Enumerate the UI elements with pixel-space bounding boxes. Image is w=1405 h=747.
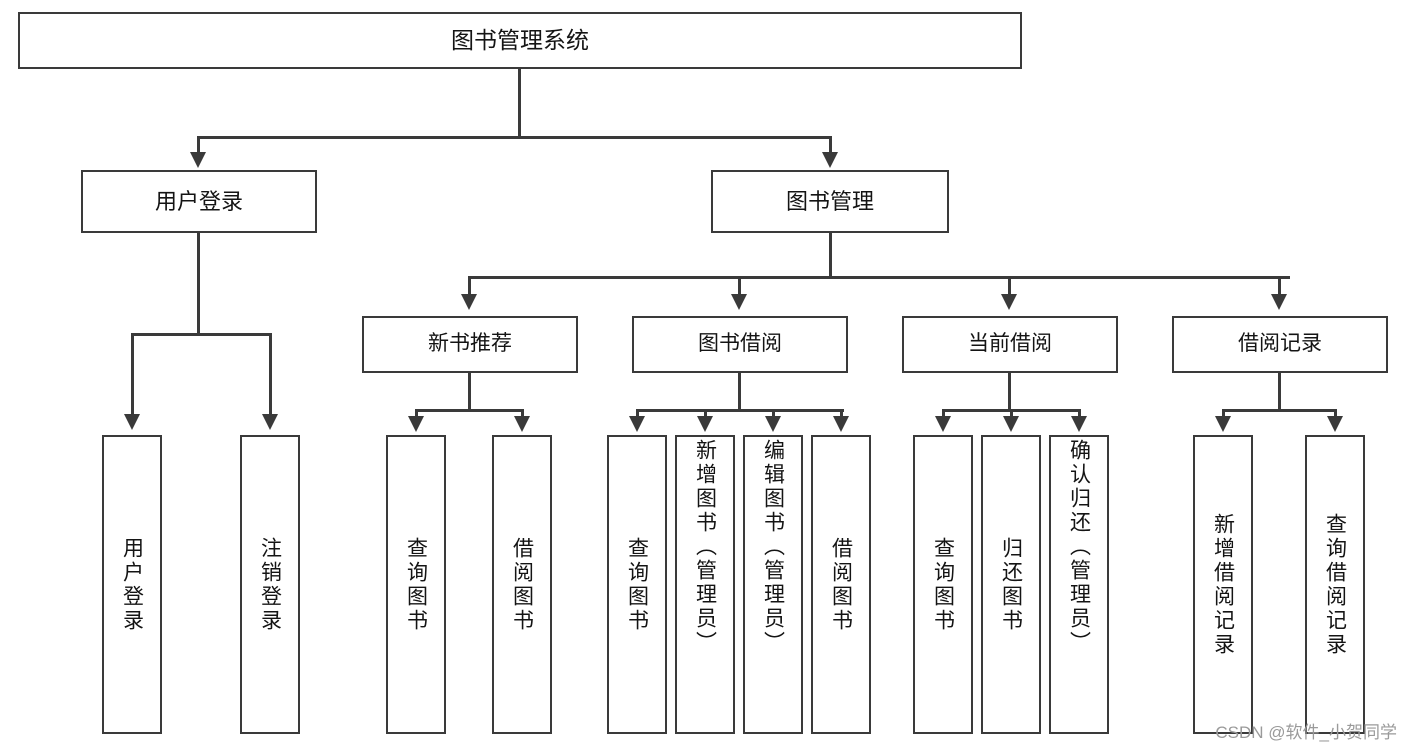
node-book-borrow[interactable]: 图书借阅 <box>632 316 848 373</box>
leaf-new-book-query-book[interactable]: 查询图书 <box>386 435 446 734</box>
connector-current-borrow-to-leaf-2 <box>1010 409 1013 419</box>
node-label: 编辑图书（管理员） <box>761 439 785 655</box>
node-label: 查询图书 <box>404 536 428 633</box>
connector-bm-to-book-borrow <box>738 276 741 300</box>
arrowhead-bm-book-borrow <box>731 294 747 310</box>
connector-root-stem <box>518 69 521 137</box>
arrowhead-bm-new-book <box>461 294 477 310</box>
arrowhead-current-borrow-leaf-3 <box>1071 416 1087 432</box>
node-current-borrow[interactable]: 当前借阅 <box>902 316 1118 373</box>
node-label: 查询借阅记录 <box>1323 512 1347 657</box>
node-new-book-recommend[interactable]: 新书推荐 <box>362 316 578 373</box>
arrowhead-root-to-book-management <box>822 152 838 168</box>
connector-borrow-record-to-leaf-1 <box>1222 409 1225 419</box>
connector-new-book-to-leaf-2 <box>521 409 524 419</box>
connector-book-management-stem <box>829 233 832 278</box>
connector-book-borrow-to-leaf-3 <box>772 409 775 419</box>
connector-current-borrow-to-leaf-3 <box>1078 409 1081 419</box>
arrowhead-user-login-leaf-2 <box>262 414 278 430</box>
leaf-book-borrow-query-book[interactable]: 查询图书 <box>607 435 667 734</box>
node-book-management[interactable]: 图书管理 <box>711 170 949 233</box>
connector-book-borrow-bus <box>636 409 844 412</box>
node-label: 查询图书 <box>625 536 649 633</box>
leaf-user-login-logout[interactable]: 注销登录 <box>240 435 300 734</box>
arrowhead-current-borrow-leaf-2 <box>1003 416 1019 432</box>
connector-book-borrow-stem <box>738 373 741 411</box>
connector-user-login-to-leaf-1 <box>131 333 134 417</box>
connector-book-borrow-to-leaf-4 <box>840 409 843 419</box>
node-user-login[interactable]: 用户登录 <box>81 170 317 233</box>
node-label: 图书管理 <box>785 188 874 214</box>
arrowhead-book-borrow-leaf-2 <box>697 416 713 432</box>
leaf-book-borrow-add-book-admin[interactable]: 新增图书（管理员） <box>675 435 735 734</box>
node-label: 查询图书 <box>931 536 955 633</box>
arrowhead-book-borrow-leaf-3 <box>765 416 781 432</box>
node-label: 用户登录 <box>154 188 243 214</box>
connector-borrow-record-bus <box>1222 409 1336 412</box>
node-borrow-record[interactable]: 借阅记录 <box>1172 316 1388 373</box>
leaf-new-book-borrow-book[interactable]: 借阅图书 <box>492 435 552 734</box>
arrowhead-user-login-leaf-1 <box>124 414 140 430</box>
connector-book-borrow-to-leaf-1 <box>636 409 639 419</box>
connector-current-borrow-stem <box>1008 373 1011 411</box>
arrowhead-bm-borrow-record <box>1271 294 1287 310</box>
arrowhead-root-to-user-login <box>190 152 206 168</box>
arrowhead-borrow-record-leaf-2 <box>1327 416 1343 432</box>
node-label: 确认归还（管理员） <box>1067 439 1091 655</box>
connector-borrow-record-stem <box>1278 373 1281 411</box>
connector-current-borrow-to-leaf-1 <box>942 409 945 419</box>
connector-borrow-record-to-leaf-2 <box>1334 409 1337 419</box>
connector-bm-to-new-book <box>468 276 471 300</box>
node-root-book-management-system[interactable]: 图书管理系统 <box>18 12 1022 69</box>
connector-bm-to-current-borrow <box>1008 276 1011 300</box>
leaf-book-borrow-edit-book-admin[interactable]: 编辑图书（管理员） <box>743 435 803 734</box>
connector-new-book-to-leaf-1 <box>415 409 418 419</box>
connector-new-book-stem <box>468 373 471 411</box>
leaf-borrow-record-query-record[interactable]: 查询借阅记录 <box>1305 435 1365 734</box>
node-label: 借阅记录 <box>1238 332 1322 356</box>
arrowhead-borrow-record-leaf-1 <box>1215 416 1231 432</box>
connector-user-login-stem <box>197 233 200 335</box>
leaf-current-borrow-query-book[interactable]: 查询图书 <box>913 435 973 734</box>
node-label: 借阅图书 <box>510 536 534 633</box>
node-label: 用户登录 <box>120 536 144 633</box>
leaf-borrow-record-add-record[interactable]: 新增借阅记录 <box>1193 435 1253 734</box>
watermark-text: CSDN @软件_小贺同学 <box>1215 723 1397 742</box>
node-label: 当前借阅 <box>968 332 1052 356</box>
node-label: 新增借阅记录 <box>1211 512 1235 657</box>
connector-new-book-bus <box>415 409 523 412</box>
leaf-user-login-user-login[interactable]: 用户登录 <box>102 435 162 734</box>
connector-root-to-user-login <box>197 136 200 158</box>
connector-user-login-to-leaf-2 <box>269 333 272 417</box>
connector-book-management-bus <box>468 276 1290 279</box>
leaf-current-borrow-return-book[interactable]: 归还图书 <box>981 435 1041 734</box>
connector-book-borrow-to-leaf-2 <box>704 409 707 419</box>
arrowhead-book-borrow-leaf-1 <box>629 416 645 432</box>
connector-root-bus <box>197 136 831 139</box>
arrowhead-bm-current-borrow <box>1001 294 1017 310</box>
node-label: 图书管理系统 <box>451 26 589 53</box>
node-label: 图书借阅 <box>698 332 782 356</box>
node-label: 注销登录 <box>258 536 282 633</box>
arrowhead-new-book-leaf-2 <box>514 416 530 432</box>
node-label: 新书推荐 <box>428 332 512 356</box>
connector-bm-to-borrow-record <box>1278 276 1281 300</box>
arrowhead-new-book-leaf-1 <box>408 416 424 432</box>
arrowhead-book-borrow-leaf-4 <box>833 416 849 432</box>
node-label: 新增图书（管理员） <box>693 439 717 655</box>
node-label: 归还图书 <box>999 536 1023 633</box>
node-label: 借阅图书 <box>829 536 853 633</box>
connector-user-login-bus <box>131 333 269 336</box>
leaf-current-borrow-confirm-return-admin[interactable]: 确认归还（管理员） <box>1049 435 1109 734</box>
leaf-book-borrow-borrow-book[interactable]: 借阅图书 <box>811 435 871 734</box>
arrowhead-current-borrow-leaf-1 <box>935 416 951 432</box>
connector-root-to-book-management <box>829 136 832 158</box>
